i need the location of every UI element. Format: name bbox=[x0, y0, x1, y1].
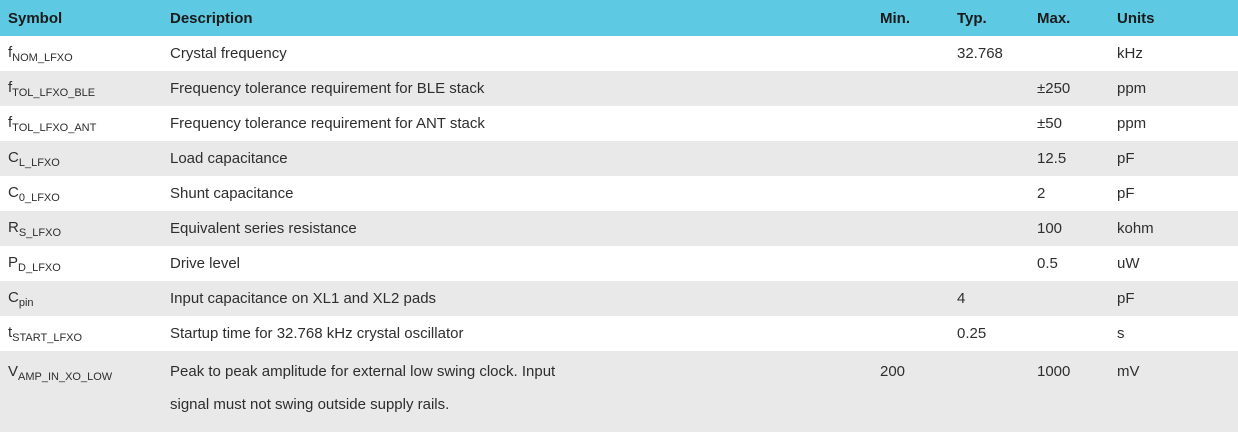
symbol-base: C bbox=[8, 288, 19, 306]
min-cell bbox=[880, 316, 957, 351]
symbol-cell: C0_LFXO bbox=[0, 176, 170, 211]
table-row: fTOL_LFXO_BLE Frequency tolerance requir… bbox=[0, 71, 1238, 106]
table-row: tSTART_LFXO Startup time for 32.768 kHz … bbox=[0, 316, 1238, 351]
symbol-subscript: 0_LFXO bbox=[18, 191, 60, 204]
table-row: C0_LFXO Shunt capacitance 2 pF bbox=[0, 176, 1238, 211]
typ-cell bbox=[957, 176, 1037, 211]
table-body: fNOM_LFXO Crystal frequency 32.768 kHz f… bbox=[0, 36, 1238, 432]
table-row: VAMP_IN_XO_LOW Peak to peak amplitude fo… bbox=[0, 351, 1238, 432]
min-cell bbox=[880, 211, 957, 246]
units-cell: ppm bbox=[1117, 106, 1238, 141]
symbol-subscript: pin bbox=[18, 296, 34, 309]
table-row: RS_LFXO Equivalent series resistance 100… bbox=[0, 211, 1238, 246]
units-cell: pF bbox=[1117, 141, 1238, 176]
symbol-subscript: START_LFXO bbox=[12, 331, 83, 344]
max-cell: 100 bbox=[1037, 211, 1117, 246]
symbol-base: C bbox=[8, 148, 19, 166]
max-cell: ±250 bbox=[1037, 71, 1117, 106]
symbol-cell: fNOM_LFXO bbox=[0, 36, 170, 71]
symbol-subscript: L_LFXO bbox=[18, 156, 60, 169]
typ-cell bbox=[957, 246, 1037, 281]
table-row: fTOL_LFXO_ANT Frequency tolerance requir… bbox=[0, 106, 1238, 141]
min-cell bbox=[880, 176, 957, 211]
description-cell: Drive level bbox=[170, 246, 880, 281]
typ-cell: 32.768 bbox=[957, 36, 1037, 71]
symbol-base: f bbox=[8, 43, 13, 61]
description-cell: Startup time for 32.768 kHz crystal osci… bbox=[170, 316, 880, 351]
header-typ: Typ. bbox=[957, 0, 1037, 36]
max-cell: 12.5 bbox=[1037, 141, 1117, 176]
min-cell bbox=[880, 141, 957, 176]
description-cell: Load capacitance bbox=[170, 141, 880, 176]
description-cell: Crystal frequency bbox=[170, 36, 880, 71]
typ-cell bbox=[957, 211, 1037, 246]
symbol-cell: Cpin bbox=[0, 281, 170, 316]
min-cell bbox=[880, 71, 957, 106]
symbol-base: C bbox=[8, 183, 19, 201]
table-row: fNOM_LFXO Crystal frequency 32.768 kHz bbox=[0, 36, 1238, 71]
symbol-subscript: NOM_LFXO bbox=[12, 51, 73, 64]
table-row: Cpin Input capacitance on XL1 and XL2 pa… bbox=[0, 281, 1238, 316]
header-max: Max. bbox=[1037, 0, 1117, 36]
header-row: Symbol Description Min. Typ. Max. Units bbox=[0, 0, 1238, 36]
symbol-cell: PD_LFXO bbox=[0, 246, 170, 281]
symbol-cell: VAMP_IN_XO_LOW bbox=[0, 351, 170, 432]
symbol-subscript: S_LFXO bbox=[18, 226, 62, 239]
symbol-base: R bbox=[8, 218, 19, 236]
units-cell: kohm bbox=[1117, 211, 1238, 246]
min-cell bbox=[880, 246, 957, 281]
header-units: Units bbox=[1117, 0, 1238, 36]
symbol-base: V bbox=[8, 363, 19, 380]
description-cell: Equivalent series resistance bbox=[170, 211, 880, 246]
min-cell: 200 bbox=[880, 351, 957, 432]
min-cell bbox=[880, 36, 957, 71]
header-min: Min. bbox=[880, 0, 957, 36]
max-cell bbox=[1037, 36, 1117, 71]
symbol-base: f bbox=[8, 113, 13, 131]
units-cell: s bbox=[1117, 316, 1238, 351]
description-cell: Frequency tolerance requirement for ANT … bbox=[170, 106, 880, 141]
typ-cell bbox=[957, 106, 1037, 141]
symbol-base: P bbox=[8, 253, 19, 271]
max-cell: 2 bbox=[1037, 176, 1117, 211]
symbol-subscript: AMP_IN_XO_LOW bbox=[18, 371, 113, 383]
symbol-cell: RS_LFXO bbox=[0, 211, 170, 246]
table-row: CL_LFXO Load capacitance 12.5 pF bbox=[0, 141, 1238, 176]
header-symbol: Symbol bbox=[0, 0, 170, 36]
description-cell: Shunt capacitance bbox=[170, 176, 880, 211]
description-cell: Input capacitance on XL1 and XL2 pads bbox=[170, 281, 880, 316]
units-cell: pF bbox=[1117, 281, 1238, 316]
table-header: Symbol Description Min. Typ. Max. Units bbox=[0, 0, 1238, 36]
typ-cell: 4 bbox=[957, 281, 1037, 316]
typ-cell: 0.25 bbox=[957, 316, 1037, 351]
description-cell: Frequency tolerance requirement for BLE … bbox=[170, 71, 880, 106]
symbol-cell: CL_LFXO bbox=[0, 141, 170, 176]
symbol-base: t bbox=[8, 323, 13, 341]
units-cell: ppm bbox=[1117, 71, 1238, 106]
symbol-base: f bbox=[8, 78, 13, 96]
min-cell bbox=[880, 106, 957, 141]
header-description: Description bbox=[170, 0, 880, 36]
typ-cell bbox=[957, 351, 1037, 432]
units-cell: kHz bbox=[1117, 36, 1238, 71]
units-cell: mV bbox=[1117, 351, 1238, 432]
description-cell: Peak to peak amplitude for external low … bbox=[170, 351, 880, 432]
max-cell bbox=[1037, 316, 1117, 351]
units-cell: uW bbox=[1117, 246, 1238, 281]
min-cell bbox=[880, 281, 957, 316]
max-cell: 1000 bbox=[1037, 351, 1117, 432]
symbol-subscript: TOL_LFXO_ANT bbox=[12, 121, 97, 134]
max-cell bbox=[1037, 281, 1117, 316]
max-cell: 0.5 bbox=[1037, 246, 1117, 281]
typ-cell bbox=[957, 141, 1037, 176]
max-cell: ±50 bbox=[1037, 106, 1117, 141]
table-row: PD_LFXO Drive level 0.5 uW bbox=[0, 246, 1238, 281]
symbol-cell: fTOL_LFXO_BLE bbox=[0, 71, 170, 106]
units-cell: pF bbox=[1117, 176, 1238, 211]
symbol-cell: tSTART_LFXO bbox=[0, 316, 170, 351]
symbol-subscript: TOL_LFXO_BLE bbox=[12, 86, 96, 99]
typ-cell bbox=[957, 71, 1037, 106]
symbol-subscript: D_LFXO bbox=[18, 261, 61, 274]
symbol-cell: fTOL_LFXO_ANT bbox=[0, 106, 170, 141]
